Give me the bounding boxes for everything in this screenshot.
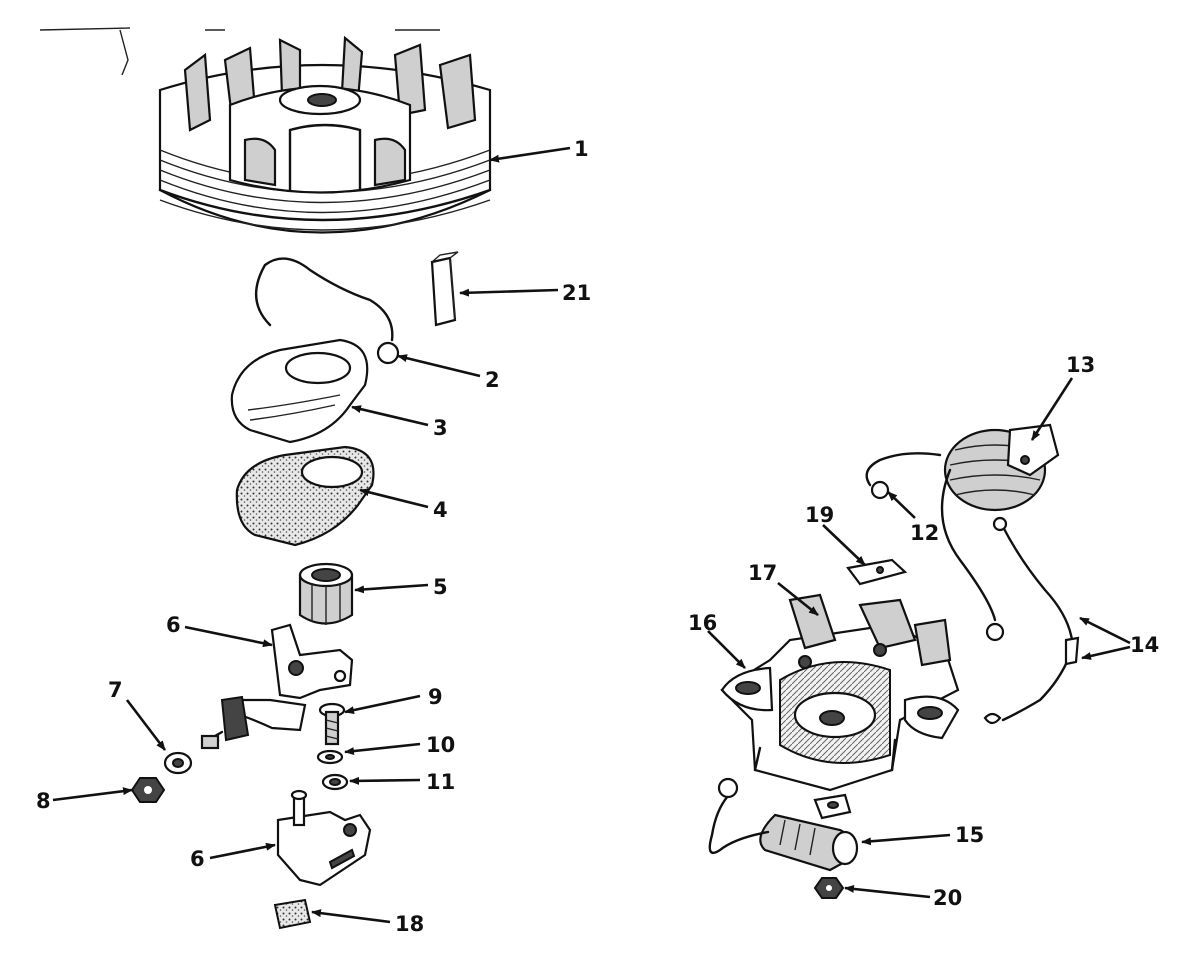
callout-6-upper: 6 bbox=[166, 613, 181, 637]
clip-part bbox=[846, 558, 908, 586]
bushing-part bbox=[298, 562, 354, 625]
condenser-part bbox=[708, 777, 859, 872]
callout-9: 9 bbox=[428, 685, 443, 709]
callout-17: 17 bbox=[748, 561, 777, 585]
felt-wick-part bbox=[273, 898, 312, 930]
wire-clip-part bbox=[254, 257, 400, 365]
callout-18: 18 bbox=[395, 912, 424, 936]
callout-6-lower: 6 bbox=[190, 847, 205, 871]
screw-part bbox=[318, 702, 346, 746]
callout-1: 1 bbox=[574, 137, 589, 161]
callout-labels: 1 21 2 3 4 5 6 7 8 9 10 11 6 18 13 12 19… bbox=[36, 137, 1159, 936]
callout-8: 8 bbox=[36, 789, 51, 813]
gasket-part bbox=[235, 445, 375, 547]
lock-washer-part bbox=[316, 749, 344, 765]
callout-13: 13 bbox=[1066, 353, 1095, 377]
washer-part bbox=[163, 751, 193, 775]
callout-19: 19 bbox=[805, 503, 834, 527]
breaker-plate-part bbox=[276, 789, 372, 887]
stator-bracket-part bbox=[720, 593, 960, 792]
callout-11: 11 bbox=[426, 770, 455, 794]
key-part bbox=[430, 251, 459, 327]
callout-20: 20 bbox=[933, 886, 962, 910]
flywheel-part bbox=[158, 35, 492, 234]
breaker-arm-part bbox=[200, 623, 354, 750]
cover-plate-part bbox=[230, 338, 369, 444]
leader-lines bbox=[52, 146, 1131, 924]
callout-4: 4 bbox=[433, 498, 448, 522]
callout-14: 14 bbox=[1130, 633, 1159, 657]
lead-wires-part bbox=[983, 516, 1080, 725]
nut-part bbox=[130, 777, 166, 803]
coil-lead-part bbox=[865, 452, 942, 500]
nut-small-part bbox=[813, 877, 845, 899]
flat-washer-part bbox=[321, 773, 349, 791]
scan-marks bbox=[39, 27, 440, 76]
callout-16: 16 bbox=[688, 611, 717, 635]
coil-part bbox=[943, 423, 1060, 512]
callout-3: 3 bbox=[433, 416, 448, 440]
callout-15: 15 bbox=[955, 823, 984, 847]
callout-7: 7 bbox=[108, 678, 123, 702]
callout-10: 10 bbox=[426, 733, 455, 757]
ground-lead-part bbox=[940, 468, 1005, 642]
callout-21: 21 bbox=[562, 281, 591, 305]
callout-2: 2 bbox=[485, 368, 500, 392]
callout-12: 12 bbox=[910, 521, 939, 545]
callout-5: 5 bbox=[433, 575, 448, 599]
